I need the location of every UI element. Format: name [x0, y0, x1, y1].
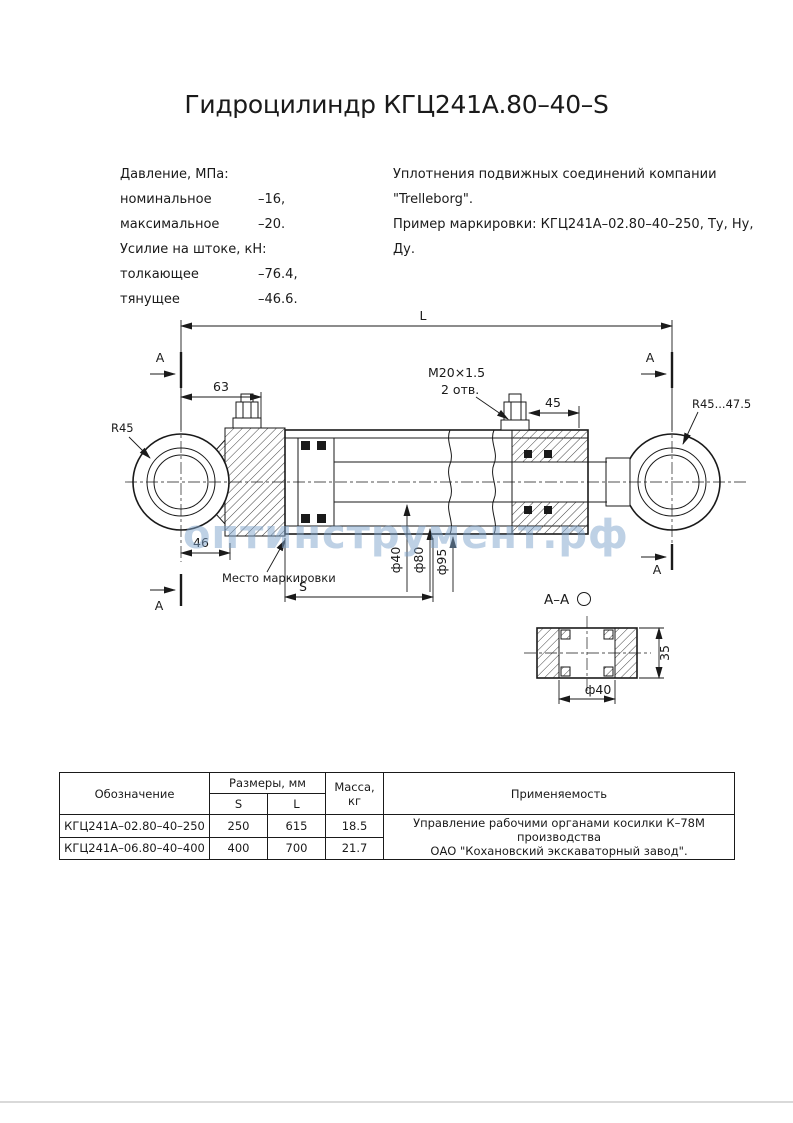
- seal-notes: Уплотнения подвижных соединений компании…: [393, 162, 763, 262]
- spec-value: –16,: [258, 192, 286, 207]
- spec-row: номинальное –16,: [120, 187, 298, 212]
- spec-value: –46.6.: [258, 292, 298, 307]
- cell-mass: 18.5: [325, 814, 384, 838]
- dim-label-45: 45: [545, 395, 561, 410]
- thread-callout-count: 2 отв.: [441, 382, 479, 397]
- dimensions: L 63 М20×1.5 2 отв. 45 R45...47.5 R45 46: [111, 308, 751, 602]
- dim-label-bore-diameter: ф80: [411, 547, 426, 574]
- pressure-header: Давление, МПа:: [120, 167, 229, 182]
- dim-label-outer-diameter: ф95: [434, 549, 449, 576]
- cell-l: 615: [267, 814, 326, 838]
- port-plug-left: [232, 393, 262, 429]
- cell-mass: 21.7: [325, 836, 384, 860]
- spec-row: тянущее –46.6.: [120, 287, 298, 312]
- dim-label-63: 63: [213, 379, 229, 394]
- col-header-designation: Обозначение: [59, 772, 210, 815]
- dim-label-rod-diameter: ф40: [388, 547, 403, 574]
- col-header-sizes: Размеры, мм: [209, 772, 326, 794]
- spec-label: толкающее: [120, 267, 199, 282]
- section-letter-top-right: А: [646, 350, 655, 365]
- radius-label-left: R45: [111, 421, 134, 435]
- section-view-a-a: А–А 35 ф40: [524, 592, 672, 704]
- pressure-force-specs: Давление, МПа: номинальное –16, максимал…: [120, 162, 298, 312]
- section-dim-bore: ф40: [585, 682, 612, 697]
- spec-value: –20.: [258, 217, 286, 232]
- col-header-l: L: [267, 793, 326, 815]
- col-header-mass: Масса, кг: [325, 772, 384, 815]
- table-row: КГЦ241А–02.80–40–250 250 615 18.5 Управл…: [59, 814, 735, 860]
- col-header-application: Применяемость: [383, 772, 735, 815]
- cell-l: 700: [267, 836, 326, 860]
- section-letter-bottom-left: А: [155, 598, 164, 613]
- marking-place-note: Место маркировки: [222, 571, 336, 585]
- note-line: "Trelleborg".: [393, 192, 473, 207]
- section-cut-marks: А А А А: [150, 350, 674, 613]
- radius-label-right: R45...47.5: [692, 397, 751, 411]
- spec-row: толкающее –76.4,: [120, 262, 298, 287]
- dim-label-stroke: S: [299, 579, 307, 594]
- force-header: Усилие на штоке, кН:: [120, 242, 267, 257]
- section-dim-height: 35: [657, 645, 672, 661]
- spec-row: максимальное –20.: [120, 212, 298, 237]
- cell-designation: КГЦ241А–02.80–40–250: [59, 814, 210, 838]
- cell-designation: КГЦ241А–06.80–40–400: [59, 836, 210, 860]
- cell-application: Управление рабочими органами косилки К–7…: [383, 814, 735, 860]
- rotation-symbol-icon: [577, 592, 591, 606]
- section-letter-top-left: А: [156, 350, 165, 365]
- table-row: КГЦ241А–06.80–40–400 400 700 21.7: [59, 836, 735, 860]
- dim-label-overall-length: L: [420, 308, 427, 323]
- page-bottom-edge: [0, 1101, 793, 1103]
- page-title: Гидроцилиндр КГЦ241А.80–40–S: [184, 90, 609, 119]
- cell-s: 250: [209, 814, 268, 838]
- cell-s: 400: [209, 836, 268, 860]
- col-header-s: S: [209, 793, 268, 815]
- spec-label: максимальное: [120, 217, 220, 232]
- col-header-mass-line1: Масса,: [334, 779, 375, 794]
- parameters-table: Обозначение Размеры, мм Масса, кг Примен…: [59, 772, 735, 860]
- spec-label: тянущее: [120, 292, 180, 307]
- port-plug-right: [500, 393, 530, 431]
- section-letter-bottom-right: А: [653, 562, 662, 577]
- spec-label: номинальное: [120, 192, 212, 207]
- application-line2: ОАО "Кохановский экскаваторный завод".: [430, 844, 688, 858]
- main-view: [125, 393, 748, 562]
- thread-callout-size: М20×1.5: [428, 365, 485, 380]
- spec-value: –76.4,: [258, 267, 298, 282]
- note-line: Пример маркировки: КГЦ241А–02.80–40–250,…: [393, 217, 754, 257]
- section-view-label: А–А: [544, 592, 570, 608]
- col-header-mass-line2: кг: [348, 793, 361, 808]
- dim-label-46: 46: [193, 535, 209, 550]
- application-line1: Управление рабочими органами косилки К–7…: [413, 816, 705, 844]
- note-line: Уплотнения подвижных соединений компании: [393, 167, 717, 182]
